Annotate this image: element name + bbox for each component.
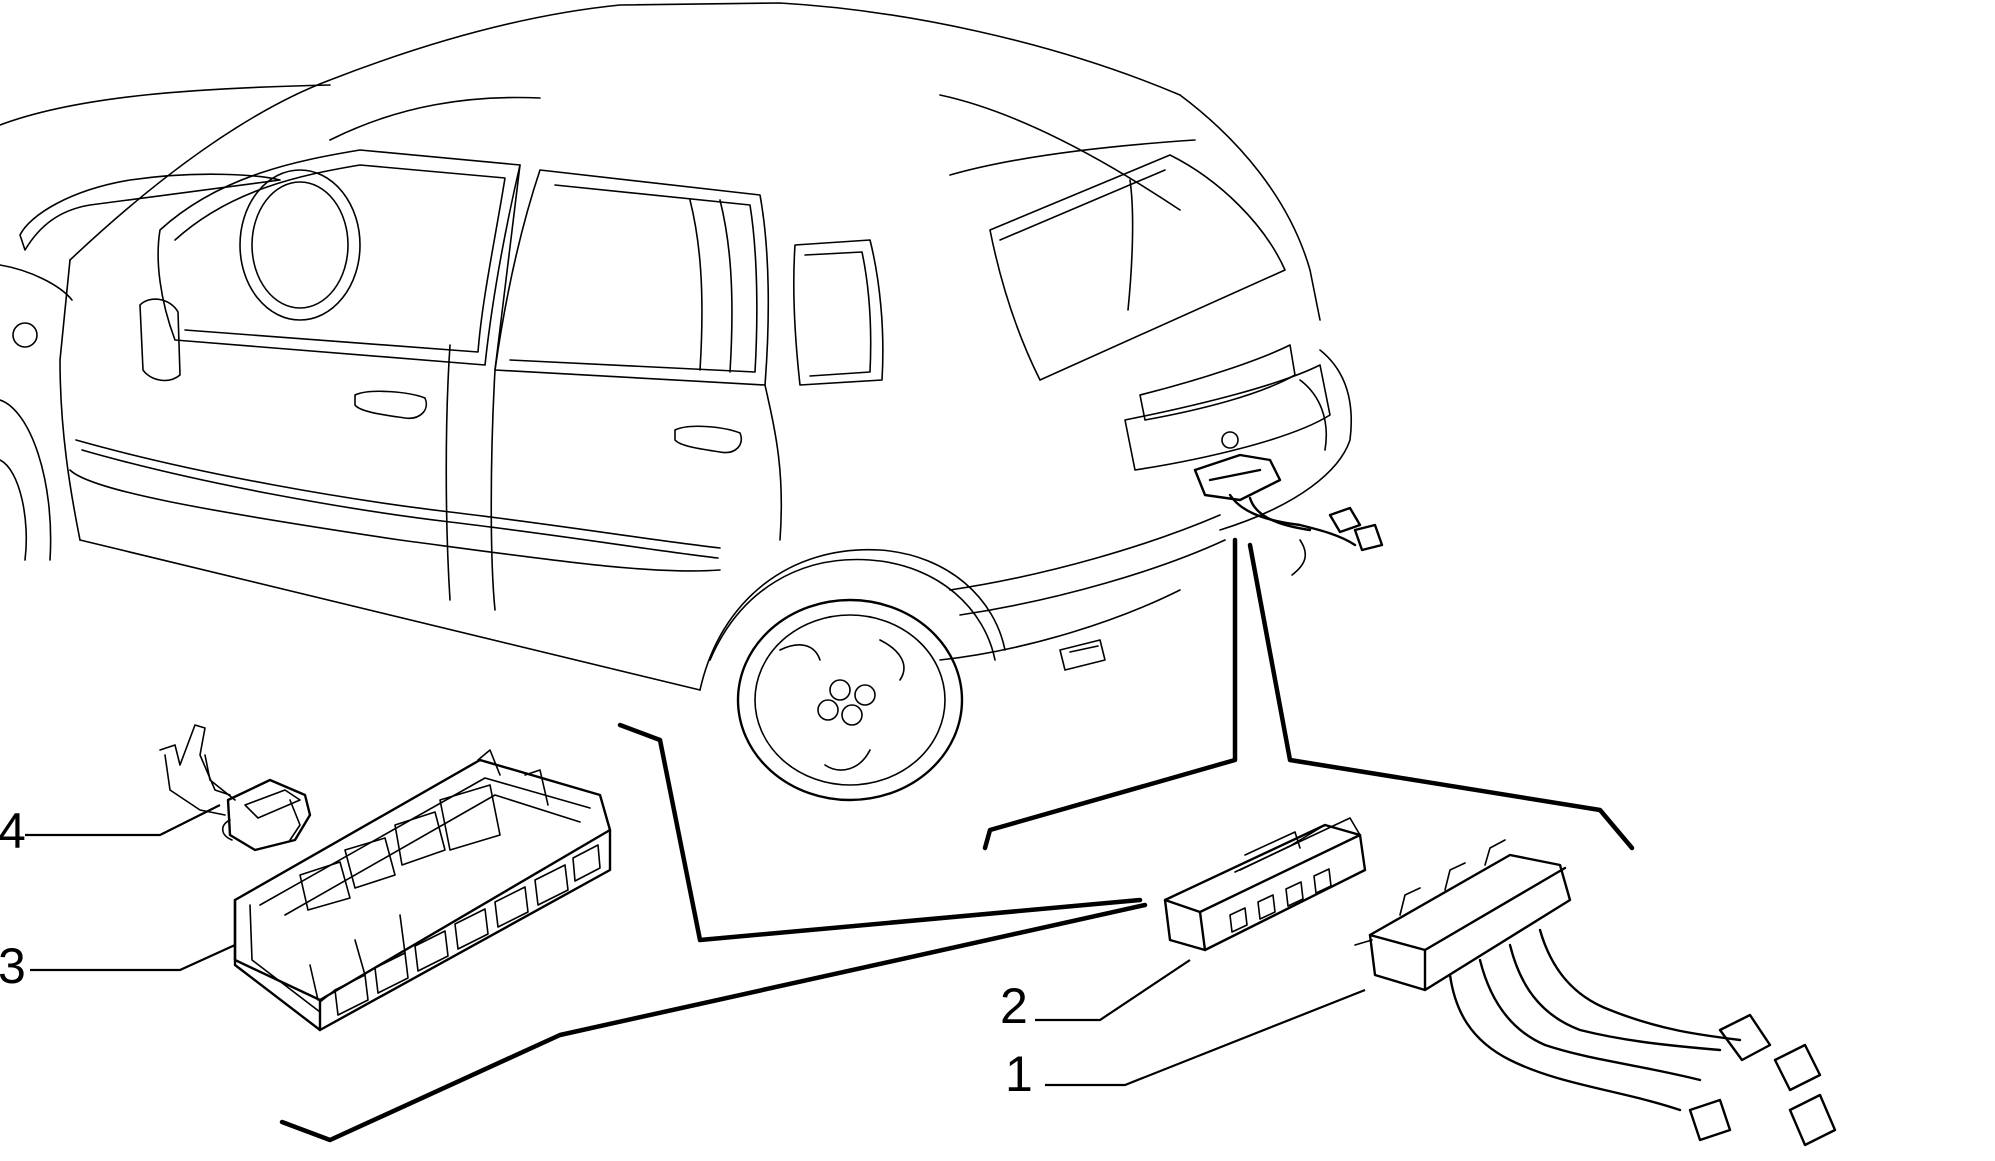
part-3-fuse-box (233, 749, 612, 1032)
callout-2-label: 2 (1000, 978, 1028, 1034)
part-1-harness (1354, 839, 1837, 1147)
callout-3-label: 3 (0, 938, 26, 994)
callout-1-label: 1 (1005, 1046, 1033, 1102)
part-4-terminal (159, 724, 312, 852)
part-2-connector (1163, 817, 1367, 952)
callout-1: 1 (1005, 988, 1366, 1102)
callout-4: 4 (0, 803, 221, 859)
callout-2: 2 (1000, 959, 1191, 1034)
callout-4-label: 4 (0, 803, 26, 859)
car-illustration (0, 2, 1353, 802)
callout-3: 3 (0, 938, 236, 994)
installed-harness (1193, 453, 1384, 576)
connector-brackets (279, 537, 1635, 1143)
